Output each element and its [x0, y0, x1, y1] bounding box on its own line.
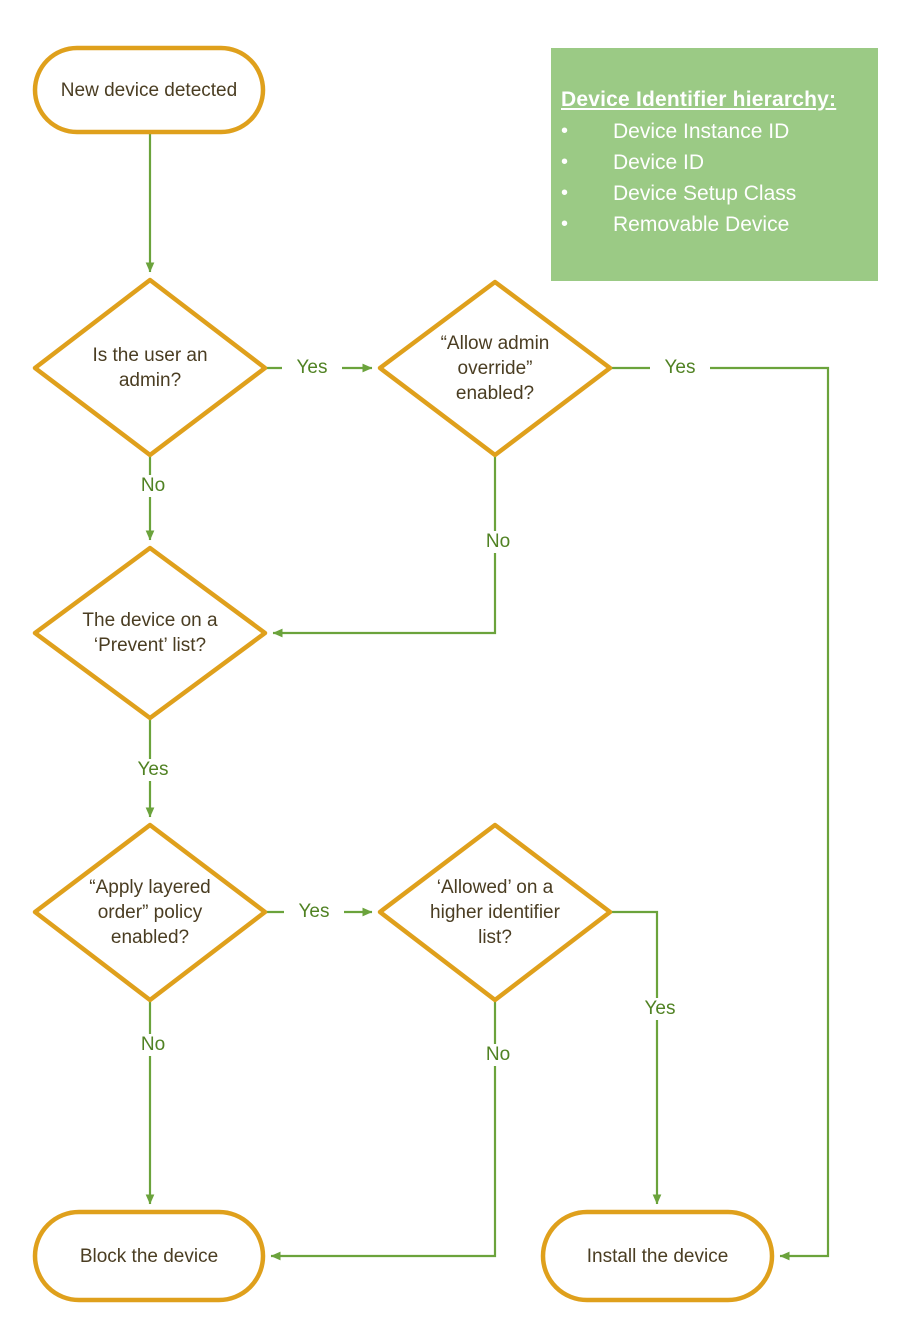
legend-title: Device Identifier hierarchy:	[561, 88, 837, 111]
node-shape-install[interactable]	[540, 1209, 775, 1303]
node-shape-d3[interactable]	[32, 545, 268, 721]
legend-item-list: • Device Instance ID • Device ID • Devic…	[551, 116, 878, 240]
node-shape-d5[interactable]	[377, 822, 613, 1003]
bullet-icon: •	[561, 213, 569, 235]
node-shape-d2[interactable]	[377, 279, 613, 458]
node-shape-block[interactable]	[32, 1209, 266, 1303]
edge-d5-yes-to-install	[610, 910, 662, 1205]
node-shape-d4[interactable]	[32, 822, 268, 1003]
edge-d5-no-to-block	[270, 1000, 497, 1261]
edge-label-d4-yes: Yes	[284, 901, 344, 923]
bullet-icon: •	[561, 120, 569, 142]
edge-label-d1-yes: Yes	[282, 357, 342, 379]
edge-label-d2-yes: Yes	[650, 357, 710, 379]
legend-list-item: • Removable Device	[551, 209, 878, 240]
legend-device-identifier-hierarchy: Device Identifier hierarchy: • Device In…	[551, 48, 878, 281]
edge-d2-yes-to-install	[610, 366, 830, 1261]
edge-d2-no-to-d3	[272, 455, 497, 638]
edge-label-d2-no: No	[468, 531, 528, 553]
legend-item-label: Device Instance ID	[613, 120, 790, 143]
edge-label-d5-yes: Yes	[630, 998, 690, 1020]
edge-label-d4-no: No	[123, 1034, 183, 1056]
bullet-icon: •	[561, 151, 569, 173]
edge-label-d3-yes: Yes	[123, 759, 183, 781]
bullet-icon: •	[561, 182, 569, 204]
edge-label-d5-no: No	[468, 1044, 528, 1066]
legend-item-label: Device Setup Class	[613, 182, 797, 205]
legend-list-item: • Device Setup Class	[551, 178, 878, 209]
node-shape-start[interactable]	[32, 45, 266, 135]
legend-item-label: Removable Device	[613, 213, 790, 236]
legend-list-item: • Device ID	[551, 147, 878, 178]
legend-list-item: • Device Instance ID	[551, 116, 878, 147]
node-shape-d1[interactable]	[32, 277, 268, 458]
legend-item-label: Device ID	[613, 151, 705, 174]
edge-label-d1-no: No	[123, 475, 183, 497]
